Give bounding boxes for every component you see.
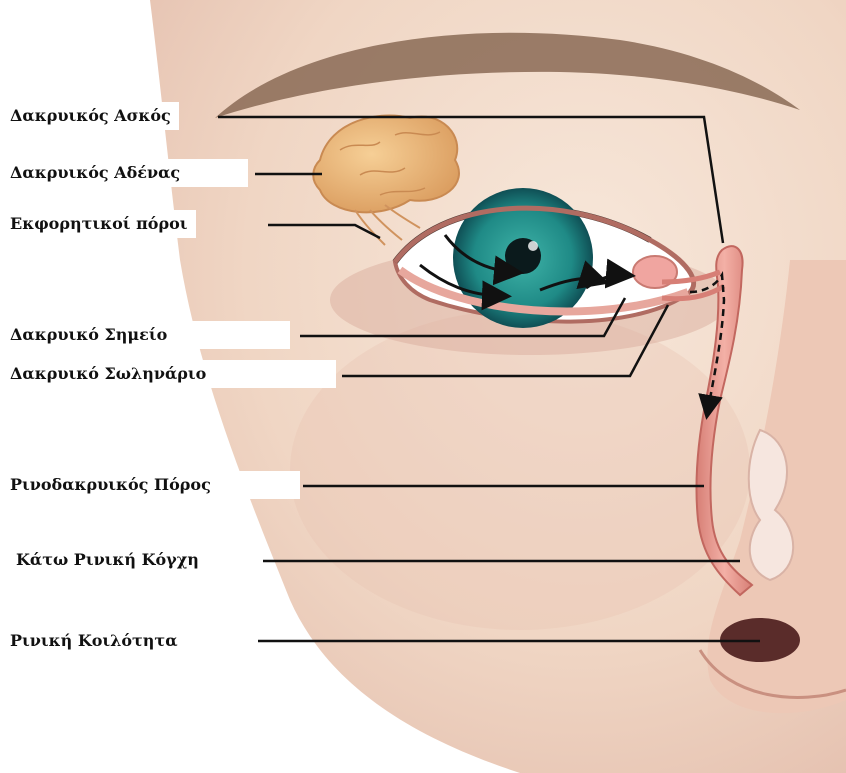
label-inferior-turbinate: Κάτω Ρινική Κόγχη (10, 546, 207, 574)
pupil-highlight (528, 241, 538, 251)
label-lacrimal-gland: Δακρυικός Αδένας (4, 159, 248, 187)
cheek-shading (290, 310, 750, 630)
label-nasal-cavity: Ρινική Κοιλότητα (4, 627, 186, 655)
label-lacrimal-punctum: Δακρυικό Σημείο (4, 321, 290, 349)
label-lacrimal-canaliculus: Δακρυικό Σωληνάριο (4, 360, 336, 388)
label-nasolacrimal-duct: Ρινοδακρυικός Πόρος (4, 471, 300, 499)
label-excretory-ducts: Εκφορητικοί πόροι (4, 210, 196, 238)
label-lacrimal-sac: Δακρυικός Ασκός (4, 102, 179, 130)
